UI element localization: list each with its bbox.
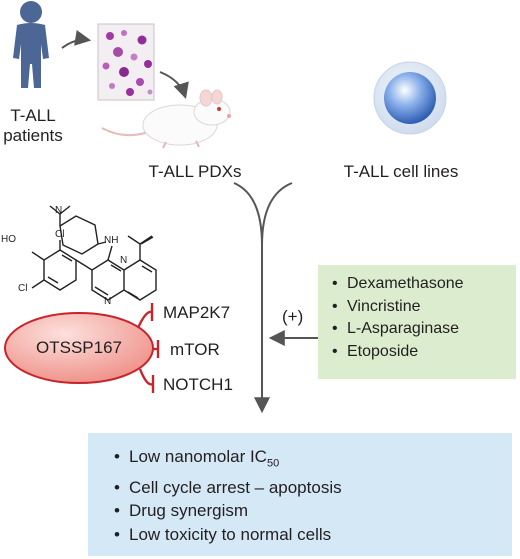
pdx-label: T-ALL PDXs — [148, 162, 242, 181]
mouse-icon — [101, 89, 231, 149]
drug-combination-box: • Dexamethasone • Vincristine • L-Asparagin… — [318, 265, 516, 379]
arrow-pdx-to-center — [233, 182, 263, 246]
outcome-item: • Low toxicity to normal cells — [114, 523, 512, 547]
drug-label: L-Asparaginase — [347, 320, 460, 337]
patients-label: T-ALL patients — [0, 106, 66, 146]
t-all-cell-icon — [373, 61, 447, 135]
target-mtor: mTOR — [170, 340, 220, 359]
bullet-dot: • — [332, 342, 338, 360]
chemical-structure — [31, 205, 157, 301]
drug-item: • Vincristine — [332, 296, 516, 319]
bullet-dot: • — [114, 501, 120, 521]
target-notch1: NOTCH1 — [163, 375, 233, 394]
outcome-label: Low nanomolar IC — [129, 447, 267, 466]
outcome-subscript: 50 — [266, 457, 280, 470]
outcome-label: Low toxicity to normal cells — [129, 524, 332, 544]
drug-item: • Dexamethasone — [332, 273, 516, 296]
drug-label: Dexamethasone — [347, 275, 464, 292]
bullet-dot: • — [114, 524, 120, 544]
bullet-dot: • — [114, 447, 120, 466]
inhibit-notch1 — [138, 368, 154, 386]
compound-name: OTSSP167 — [36, 338, 122, 357]
patients-label-line1: T-ALL — [10, 106, 56, 125]
inhibit-map2k7 — [136, 310, 153, 329]
cell-lines-label: T-ALL cell lines — [343, 162, 459, 181]
arrow-smear-to-mouse — [159, 71, 189, 100]
outcome-item: • Low nanomolar IC50 — [114, 445, 512, 476]
bullet-dot: • — [332, 320, 338, 337]
drug-label: Vincristine — [347, 297, 421, 315]
bullet-dot: • — [332, 297, 338, 315]
arrow-patient-to-smear — [61, 30, 92, 49]
target-map2k7: MAP2K7 — [163, 303, 231, 322]
drug-label: Etoposide — [347, 342, 419, 360]
bullet-dot: • — [114, 477, 120, 497]
patients-label-line2: patients — [3, 126, 63, 145]
bullet-dot: • — [332, 275, 338, 292]
outcome-item: • Drug synergism — [114, 499, 512, 523]
arrow-cells-to-center — [261, 182, 293, 246]
blood-smear-icon — [97, 23, 155, 101]
combination-sign: (+) — [282, 307, 304, 326]
outcomes-box: • Low nanomolar IC50 • Cell cycle arrest –… — [88, 433, 512, 556]
drug-item: • Etoposide — [332, 341, 516, 364]
outcome-item: • Cell cycle arrest – apoptosis — [114, 476, 512, 500]
child-patient-icon — [13, 1, 49, 88]
drug-item: • L-Asparaginase — [332, 318, 516, 341]
inhibition-lines — [136, 303, 160, 393]
outcome-label: Cell cycle arrest – apoptosis — [129, 477, 342, 497]
outcome-label: Drug synergism — [129, 501, 249, 521]
